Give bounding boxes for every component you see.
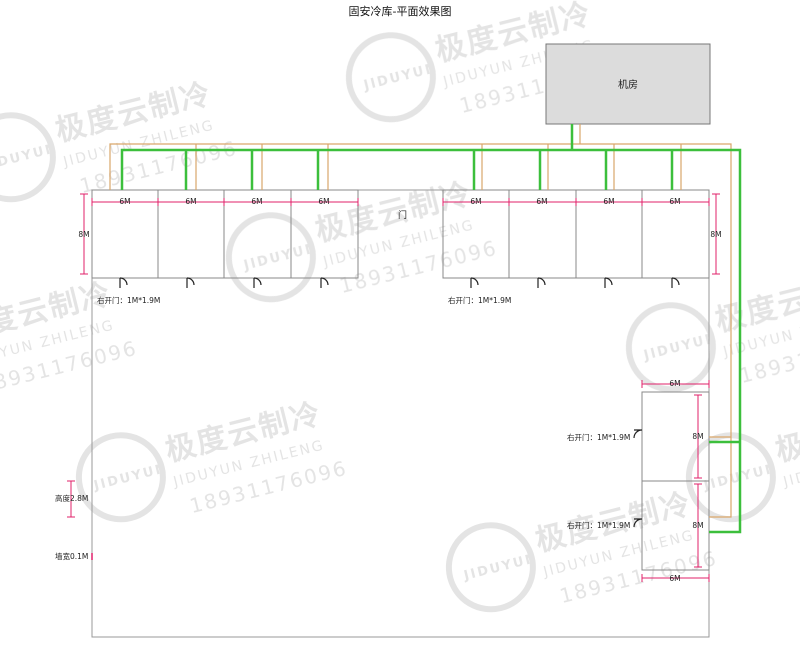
watermark-logo-text: JIDUYUN	[242, 241, 320, 274]
watermark-logo-ring	[75, 432, 166, 523]
depth-label: 8M	[78, 230, 89, 239]
door-spec-side-upper: 右开门：1M*1.9M	[567, 432, 630, 442]
watermark-logo-ring	[0, 112, 56, 203]
main-door-label: 门	[398, 209, 407, 221]
watermark-logo-ring	[625, 302, 716, 393]
width-label: 6M	[119, 197, 130, 206]
refrigerant-pipe	[120, 148, 742, 534]
width-label: 6M	[251, 197, 262, 206]
door-icon	[671, 277, 680, 288]
door-icon	[633, 429, 643, 439]
dimension-label-group: 6M 6M 6M 6M 6M 6M 6M 6M 6M 6M 8M 8M 8M 8…	[78, 197, 721, 583]
spec-label-group: 右开门：1M*1.9M 右开门：1M*1.9M 右开门：1M*1.9M 右开门：…	[55, 295, 630, 561]
door-spec-side-lower: 右开门：1M*1.9M	[567, 520, 630, 530]
watermark-logo-ring	[225, 212, 316, 303]
width-label: 6M	[536, 197, 547, 206]
door-icon	[633, 518, 643, 528]
watermark-logo-ring	[345, 32, 436, 123]
width-dimension	[642, 198, 710, 206]
watermark-logo-ring	[445, 522, 536, 613]
drain-pipe	[109, 143, 732, 518]
cold-room	[290, 189, 359, 279]
door-icon	[537, 277, 546, 288]
machine-room-label: 机房	[618, 78, 638, 91]
wall-spec: 墙宽0.1M	[55, 551, 88, 561]
door-spec-right: 右开门：1M*1.9M	[448, 295, 511, 305]
watermark-logo-text: JIDUYUN	[642, 331, 720, 364]
width-label: 6M	[669, 574, 680, 583]
drain-pipe-group	[109, 124, 732, 518]
depth-dimension	[712, 193, 720, 275]
watermark-logo-text: JIDUYUN	[92, 461, 170, 494]
watermark-logo-text: JIDUYUN	[462, 551, 540, 584]
door-icon	[604, 277, 613, 288]
width-label: 6M	[185, 197, 196, 206]
width-dimension	[641, 380, 710, 388]
height-spec: 高度2.8M	[55, 493, 88, 503]
width-dimension	[641, 574, 710, 582]
depth-label: 8M	[710, 230, 721, 239]
height-dimension	[67, 480, 75, 518]
door-spec-left: 右开门：1M*1.9M	[97, 295, 160, 305]
watermark-logo-text: JIDUYUN	[362, 61, 440, 94]
depth-dimension	[80, 193, 88, 275]
door-icon	[320, 277, 329, 288]
door-group	[119, 277, 680, 528]
cold-room	[641, 480, 710, 571]
width-label: 6M	[603, 197, 614, 206]
dimension-group	[67, 193, 720, 582]
door-icon	[186, 277, 195, 288]
machine-room-box	[545, 43, 711, 125]
depth-dimension	[694, 394, 702, 479]
door-icon	[253, 277, 262, 288]
depth-dimension	[694, 483, 702, 568]
width-dimension	[291, 198, 359, 206]
door-icon	[470, 277, 479, 288]
width-label: 6M	[669, 379, 680, 388]
width-label: 6M	[470, 197, 481, 206]
depth-label: 8M	[692, 521, 703, 530]
width-label: 6M	[669, 197, 680, 206]
cold-room	[641, 189, 710, 279]
refrigerant-pipe-group	[120, 124, 742, 534]
width-label: 6M	[318, 197, 329, 206]
watermark-brand: 极度云制冷	[772, 396, 800, 469]
door-icon	[119, 277, 128, 288]
right-cold-room-group	[442, 189, 710, 279]
left-cold-room-group	[91, 189, 359, 279]
page-title: 固安冷库-平面效果图	[348, 5, 452, 18]
depth-label: 8M	[692, 432, 703, 441]
